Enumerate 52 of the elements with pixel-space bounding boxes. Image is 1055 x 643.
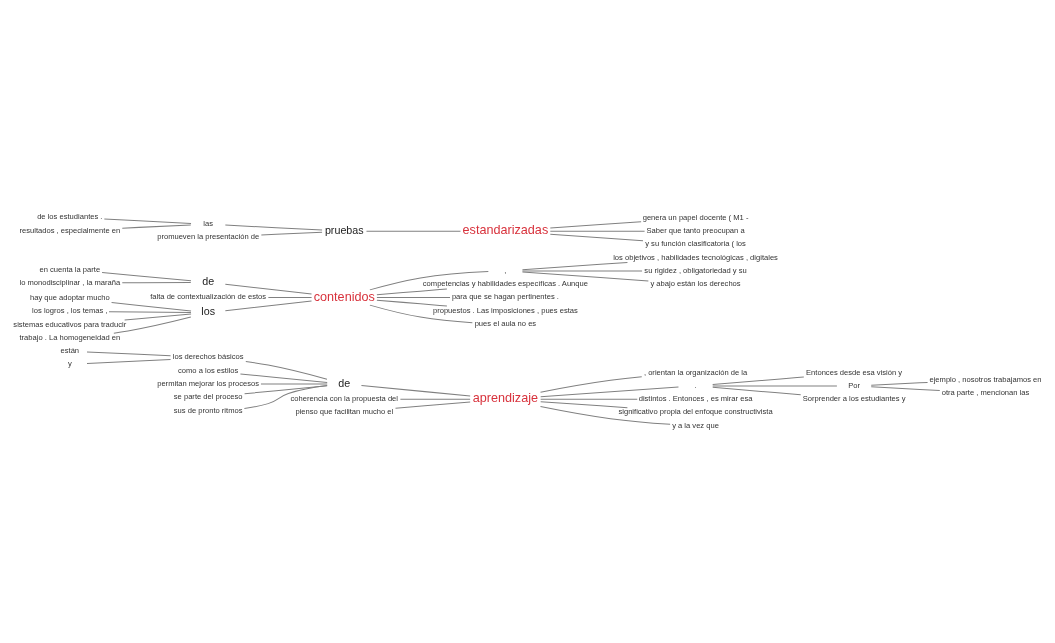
connector <box>369 304 473 324</box>
connector <box>712 376 805 386</box>
connector <box>245 361 328 380</box>
connector <box>243 385 328 409</box>
connector <box>121 281 192 284</box>
connector <box>101 272 192 282</box>
connector <box>360 385 471 397</box>
node-text: los <box>201 305 216 318</box>
connector <box>521 271 649 282</box>
connector <box>121 224 192 229</box>
node-text: pruebas <box>324 223 364 236</box>
connector <box>366 230 461 232</box>
connector <box>549 230 646 232</box>
connector <box>239 373 328 383</box>
connector <box>399 398 471 400</box>
connector <box>86 358 172 365</box>
connector <box>103 218 192 224</box>
connector <box>124 313 192 321</box>
connector <box>540 401 628 409</box>
connector <box>369 270 489 291</box>
connector <box>549 221 642 229</box>
connector <box>260 231 323 236</box>
connector <box>540 398 638 400</box>
connector <box>549 233 644 242</box>
node-text: contenidos <box>313 289 375 304</box>
connector <box>376 299 448 307</box>
connector <box>86 351 172 357</box>
node-text: de <box>202 274 215 287</box>
connector <box>113 316 192 334</box>
connector <box>540 386 679 398</box>
connector <box>224 300 313 312</box>
connector <box>521 261 628 271</box>
connector <box>108 311 192 313</box>
node-text: aprendizaje <box>472 391 539 406</box>
connector <box>224 283 313 295</box>
connector <box>224 224 323 231</box>
connector <box>521 270 643 272</box>
connector <box>395 401 471 409</box>
connector <box>870 386 941 391</box>
connector <box>111 301 192 312</box>
connector <box>540 406 671 425</box>
connector <box>267 297 313 298</box>
connector <box>376 288 448 296</box>
connector <box>260 383 328 385</box>
connector <box>712 386 802 396</box>
connector <box>376 297 451 298</box>
node-text: de <box>338 376 351 389</box>
node-text: estandarizadas <box>462 223 549 238</box>
connector <box>540 376 643 393</box>
connector <box>870 381 929 386</box>
connector <box>244 385 328 395</box>
connector <box>712 385 838 387</box>
